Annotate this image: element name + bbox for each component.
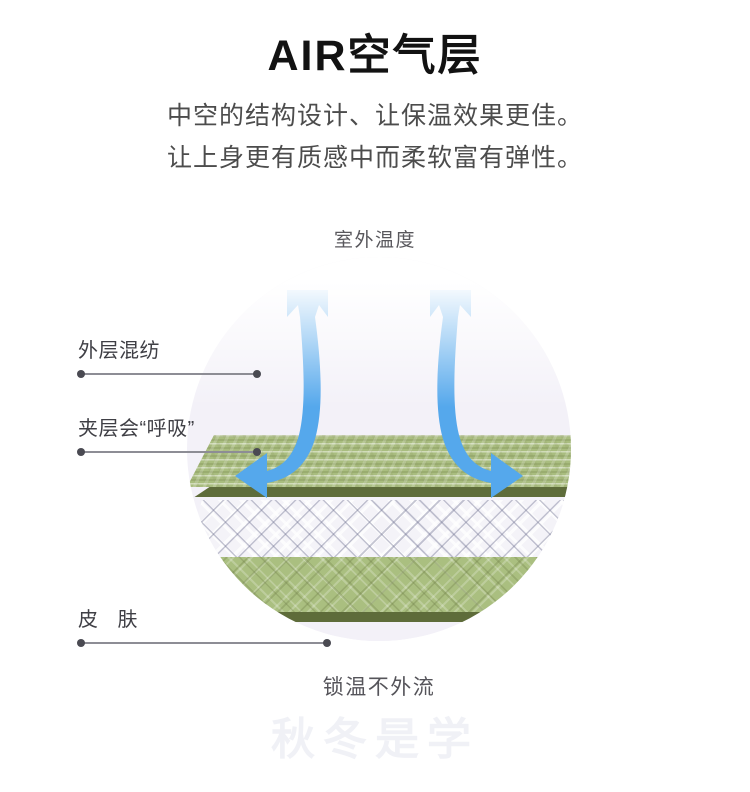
layer-inner-shell <box>187 557 571 612</box>
page-title: AIR空气层 <box>267 32 483 80</box>
layer-air-mesh <box>187 500 571 557</box>
heat-arrow-5 <box>543 639 561 641</box>
layer-air-gap <box>187 622 571 641</box>
leader-dot-end <box>253 370 261 378</box>
heat-arrow-1 <box>403 639 421 641</box>
leader-dot-start <box>77 639 85 647</box>
subtitle-line-1: 中空的结构设计、让保温效果更佳。 <box>166 102 583 131</box>
leader-dot-start <box>77 370 85 378</box>
heat-arrow-2 <box>438 639 456 641</box>
layer-inner-shell-edge <box>194 612 571 622</box>
layer-outer-shell-edge <box>194 487 571 497</box>
callout-breathing-layer-line <box>77 448 261 456</box>
subtitle-line-2: 让上身更有质感中而柔软富有弹性。 <box>166 144 583 173</box>
leader-dot-end <box>253 448 261 456</box>
header-block: AIR空气层 中空的结构设计、让保温效果更佳。 让上身更有质感中而柔软富有弹性。 <box>0 0 750 177</box>
circle-scene <box>187 257 571 641</box>
callout-breathing-layer-label: 夹层会“呼吸” <box>78 418 195 440</box>
leader-dot-start <box>77 448 85 456</box>
outdoor-temperature-label: 室外温度 <box>333 230 416 251</box>
mesh-texture <box>187 500 571 557</box>
fabric-cross-section-diagram: 室外温度 <box>0 205 750 792</box>
diamond-texture <box>187 557 571 612</box>
heat-arrows-group <box>403 639 561 641</box>
leader-dot-end <box>323 639 331 647</box>
callout-outer-blend-line <box>77 370 261 378</box>
layer-outer-shell <box>187 435 571 487</box>
heat-arrow-4 <box>508 639 526 641</box>
callout-skin-label: 皮 肤 <box>78 609 145 631</box>
callout-outer-blend-label: 外层混纺 <box>78 340 160 362</box>
lock-warmth-label: 锁温不外流 <box>322 676 436 699</box>
callout-skin-line <box>77 639 331 647</box>
heat-arrow-3 <box>473 639 491 641</box>
watermark-text: 秋冬是学 <box>271 715 479 764</box>
